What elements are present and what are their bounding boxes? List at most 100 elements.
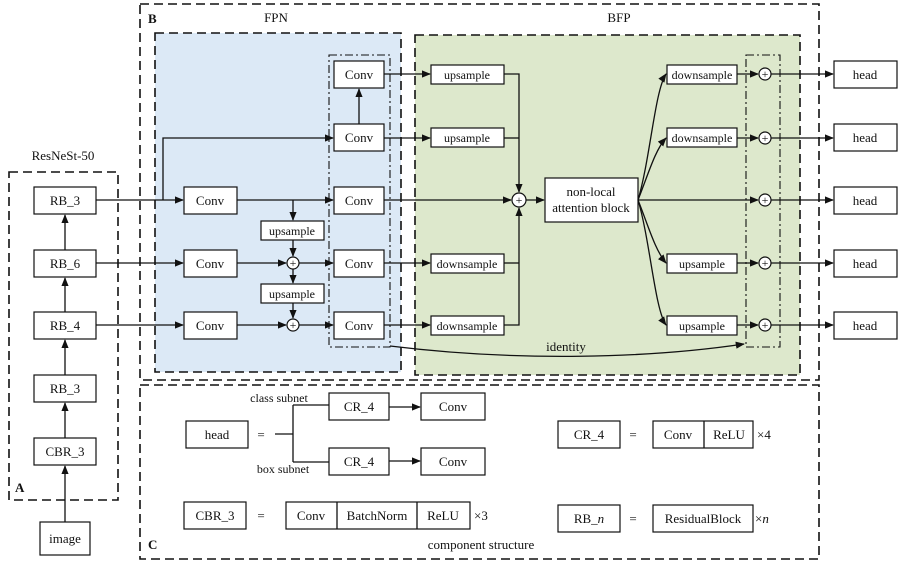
- bfp-sum-group: [745, 54, 781, 348]
- equals-sign: =: [629, 511, 636, 526]
- section-b-label: B: [148, 11, 157, 26]
- cbr3-part: Conv: [297, 508, 326, 523]
- conv-box-box: [420, 447, 486, 476]
- cr4-def-box: [557, 420, 621, 449]
- head-def-label: head: [205, 427, 230, 442]
- downsample-label: downsample: [437, 319, 498, 333]
- fpn-border: [154, 32, 402, 373]
- cr4-label: CR_4: [344, 454, 375, 469]
- sum-symbol: +: [762, 67, 769, 81]
- backbone-block-label: RB_3: [50, 381, 80, 396]
- backbone-block-label: RB_3: [50, 193, 80, 208]
- head-label: head: [853, 256, 878, 271]
- conv-label: Conv: [345, 318, 374, 333]
- sum-symbol: +: [290, 318, 297, 332]
- sum-symbol: +: [762, 131, 769, 145]
- downsample-label: downsample: [672, 68, 733, 82]
- section-a-label: A: [15, 480, 25, 495]
- backbone-border: [8, 171, 119, 501]
- conv-label: Conv: [345, 256, 374, 271]
- fpn-title: FPN: [264, 10, 288, 25]
- fpn-arrows: [96, 88, 363, 329]
- downsample-label: downsample: [672, 131, 733, 145]
- cbr3-def-label: CBR_3: [195, 508, 234, 523]
- identity-label: identity: [546, 339, 586, 354]
- head-box: [833, 123, 898, 152]
- head-box: [833, 186, 898, 215]
- bfp-arrows: [384, 70, 834, 357]
- cbr3-multiplier: ×3: [474, 508, 488, 523]
- backbone-title: ResNeSt-50: [32, 148, 95, 163]
- section-c-label: C: [148, 537, 157, 552]
- sum-symbol: +: [762, 256, 769, 270]
- head-label: head: [853, 193, 878, 208]
- conv-label: Conv: [196, 256, 225, 271]
- backbone-block-label: CBR_3: [45, 444, 84, 459]
- non-local-attention-block: [544, 177, 639, 223]
- image-input-label: image: [49, 531, 81, 546]
- equals-sign: =: [257, 508, 264, 523]
- conv-label: Conv: [439, 454, 468, 469]
- upsample-label: upsample: [679, 257, 725, 271]
- upsample-label: upsample: [679, 319, 725, 333]
- box-subnet-label: box subnet: [257, 462, 310, 476]
- cbr3-parts-box: [285, 501, 471, 530]
- cr4-box-class: [328, 392, 390, 421]
- head-box: [833, 60, 898, 89]
- equals-sign: =: [257, 427, 264, 442]
- head-label: head: [853, 67, 878, 82]
- rbn-def-label: RB_n: [574, 511, 604, 526]
- components-section: C component structure head = class subne…: [139, 384, 820, 560]
- cbr3-def-box: [183, 501, 247, 530]
- conv-label: Conv: [345, 67, 374, 82]
- cr4-label: CR_4: [344, 399, 375, 414]
- rbn-multiplier: ×n: [755, 511, 769, 526]
- cr4-def-label: CR_4: [574, 427, 605, 442]
- components-border: [139, 384, 820, 560]
- cbr3-part: BatchNorm: [347, 508, 408, 523]
- cbr3-part: ReLU: [427, 508, 459, 523]
- rbn-definition: RB_n = ResidualBlock ×n: [557, 504, 769, 533]
- backbone-block-rb3-top: [33, 186, 97, 215]
- bfp-border: [414, 34, 801, 376]
- downsample-label: downsample: [437, 257, 498, 271]
- rbn-mult-base: ×: [755, 511, 762, 526]
- upsample-label: upsample: [444, 68, 490, 82]
- conv-label: Conv: [345, 193, 374, 208]
- class-subnet-label: class subnet: [250, 391, 308, 405]
- conv-label: Conv: [196, 318, 225, 333]
- conv-label: Conv: [345, 130, 374, 145]
- head-label: head: [853, 130, 878, 145]
- sum-symbol: +: [762, 193, 769, 207]
- equals-sign: =: [629, 427, 636, 442]
- upsample-label: upsample: [269, 287, 315, 301]
- rbn-name-base: RB_: [574, 511, 598, 526]
- head-box: [833, 249, 898, 278]
- fpn-lateral-conv: [183, 311, 238, 340]
- components-caption: component structure: [428, 537, 535, 552]
- fpn-lateral-conv: [183, 186, 238, 215]
- cr4-parts-box: [652, 420, 754, 449]
- attention-line-1: non-local: [566, 184, 615, 199]
- conv-label: Conv: [196, 193, 225, 208]
- cr4-box-box: [328, 447, 390, 476]
- rbn-parts-box: [652, 504, 754, 533]
- neck-border: [139, 3, 820, 381]
- attention-line-2: attention block: [552, 200, 630, 215]
- head-box: [833, 311, 898, 340]
- head-branch-lines: [275, 404, 329, 463]
- rbn-mult-italic: n: [762, 511, 769, 526]
- head-def-box: [185, 420, 249, 449]
- cr4-multiplier: ×4: [757, 427, 771, 442]
- head-definition: head = class subnet box subnet CR_4 CR_4…: [185, 391, 486, 476]
- conv-box-class: [420, 392, 486, 421]
- neck-section: B FPN BFP Conv Conv Conv upsample upsamp…: [96, 3, 834, 381]
- bfp-title: BFP: [607, 10, 630, 25]
- cr4-definition: CR_4 = Conv ReLU ×4: [557, 420, 771, 449]
- sum-symbol: +: [290, 256, 297, 270]
- rbn-def-box: [557, 504, 621, 533]
- upsample-label: upsample: [444, 131, 490, 145]
- backbone-block-label: RB_6: [50, 256, 81, 271]
- sum-symbol: +: [516, 193, 523, 207]
- rbn-name-italic: n: [598, 511, 605, 526]
